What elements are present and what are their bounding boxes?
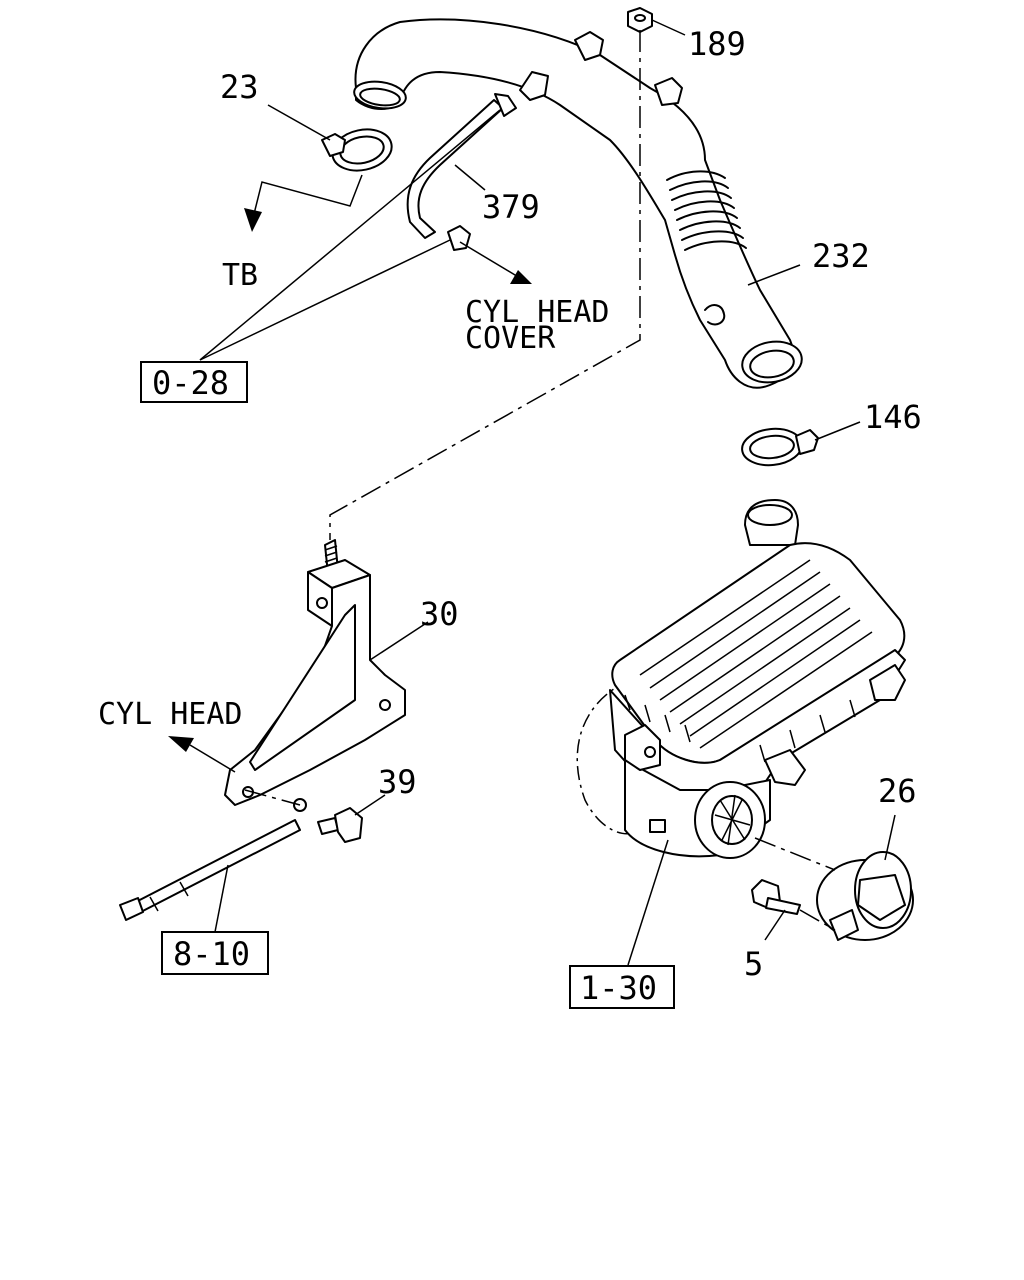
air-cleaner-assembly[interactable] <box>576 499 906 859</box>
leader-lines <box>189 19 896 966</box>
ref-box-0-28[interactable]: 0-28 <box>140 361 248 403</box>
ref-1-30-label: 1-30 <box>580 969 657 1007</box>
annotation-cyl-head: CYL HEAD <box>98 697 243 732</box>
callout-30: 30 <box>420 595 459 633</box>
bracket-30[interactable] <box>224 539 406 806</box>
ref-box-8-10[interactable]: 8-10 <box>161 931 269 975</box>
callout-146: 146 <box>864 398 922 436</box>
annotation-cyl-head-cover-line2: COVER <box>465 321 556 356</box>
flange-nut-189[interactable] <box>627 7 653 33</box>
hose-clamp-146[interactable] <box>740 426 819 468</box>
bolt-5[interactable] <box>751 879 801 915</box>
ref-box-1-30[interactable]: 1-30 <box>569 965 675 1009</box>
bolt-39[interactable] <box>317 807 363 843</box>
callout-26: 26 <box>878 772 917 810</box>
callout-39: 39 <box>378 763 417 801</box>
annotation-tb: TB <box>222 258 258 293</box>
ref-0-28-label: 0-28 <box>152 364 229 402</box>
arrowheads <box>168 208 532 752</box>
callout-379: 379 <box>482 188 540 226</box>
dust-cap-26[interactable] <box>816 851 914 941</box>
hose-clamp-23[interactable] <box>321 124 396 176</box>
callout-5: 5 <box>744 945 763 983</box>
callout-189: 189 <box>688 25 746 63</box>
breather-hose-379[interactable] <box>406 93 517 251</box>
ref-8-10-label: 8-10 <box>173 935 250 973</box>
callout-23: 23 <box>220 68 259 106</box>
wiring-harness[interactable] <box>119 798 307 921</box>
annotation-cyl-head-cover-line1: CYL HEAD <box>465 295 610 330</box>
callout-232: 232 <box>812 237 870 275</box>
intake-duct[interactable] <box>352 18 805 389</box>
